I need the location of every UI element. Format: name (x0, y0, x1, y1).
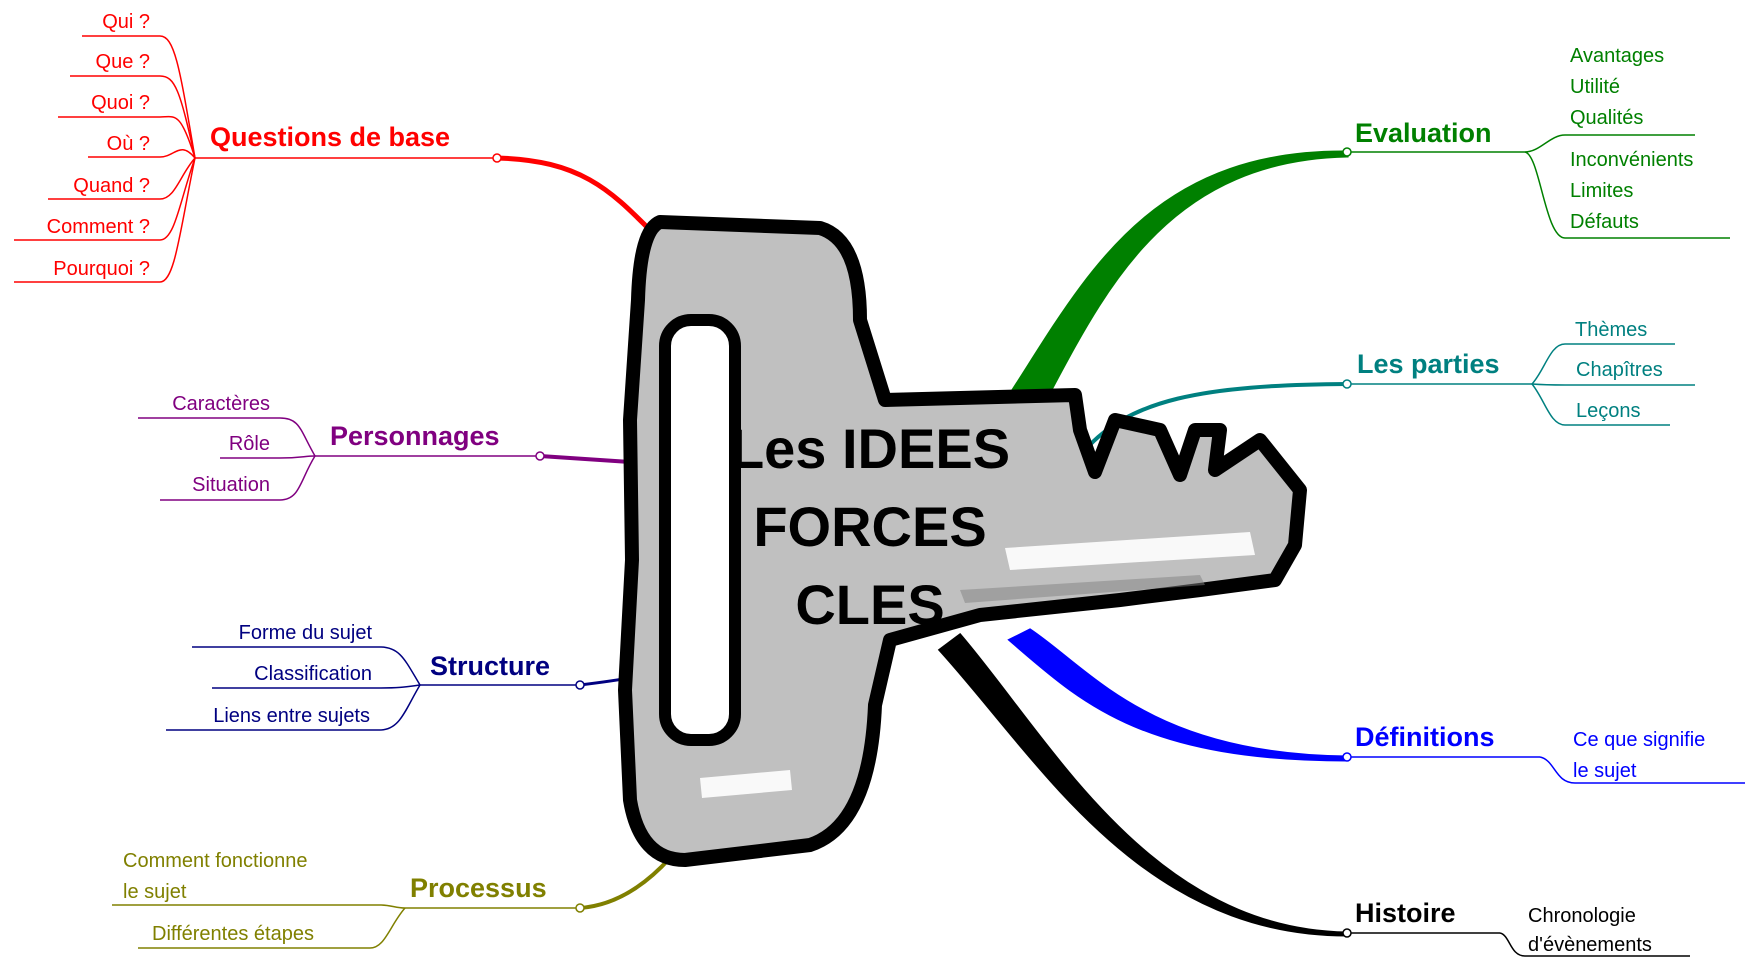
leaf-lecons: Leçons (1576, 400, 1641, 422)
leaf-qui: Qui ? (102, 11, 150, 33)
leaf-quoi: Quoi ? (91, 92, 150, 114)
key-shade (960, 575, 1205, 603)
leaf-situation: Situation (192, 474, 270, 496)
leaf-chapitres: Chapîtres (1576, 359, 1663, 381)
connector-evaluation (997, 150, 1349, 412)
branch-label-parties: Les parties (1357, 349, 1500, 379)
center-title-line-1: Les IDEES (730, 417, 1010, 480)
key-slot (659, 314, 741, 746)
leaf-defauts: Défauts (1570, 211, 1639, 233)
branch-parties (1342, 343, 1695, 426)
center-title-line-2: FORCES (753, 495, 986, 558)
branch-personnages (138, 417, 545, 501)
leaf-role: Rôle (229, 433, 270, 455)
leaf-ce-que-signifie: Ce que signifie (1573, 729, 1705, 751)
branch-label-personnages: Personnages (330, 421, 500, 451)
connector-processus (579, 856, 672, 910)
leaf-liens-entre-sujets: Liens entre sujets (213, 705, 370, 727)
branch-evaluation (1342, 134, 1730, 239)
leaf-differentes-etapes: Différentes étapes (152, 923, 314, 945)
leaf-inconvenients: Inconvénients (1570, 149, 1693, 171)
branch-processus (112, 903, 585, 949)
center-title-line-3: CLES (795, 573, 944, 636)
branch-definitions (1342, 752, 1745, 784)
leaf-avantages: Avantages (1570, 45, 1664, 67)
leaf-comment-fonctionne-2: le sujet (123, 881, 187, 903)
leaf-devenements: d'évènements (1528, 934, 1652, 956)
leaf-forme-du-sujet: Forme du sujet (239, 622, 373, 644)
leaf-caracteres: Caractères (172, 393, 270, 415)
branch-label-questions: Questions de base (210, 122, 450, 152)
leaf-quand: Quand ? (73, 175, 150, 197)
leaf-comment: Comment ? (47, 216, 150, 238)
branch-histoire (1342, 928, 1690, 957)
connector-personnages (539, 454, 631, 464)
leaf-que: Que ? (96, 51, 150, 73)
leaf-comment-fonctionne-1: Comment fonctionne (123, 850, 308, 872)
key-highlight (1005, 532, 1255, 570)
leaf-themes: Thèmes (1575, 319, 1647, 341)
branch-label-definitions: Définitions (1355, 722, 1495, 752)
leaf-classification: Classification (254, 663, 372, 685)
leaf-ou: Où ? (107, 133, 150, 155)
branch-label-evaluation: Evaluation (1355, 118, 1492, 148)
branch-structure (166, 646, 585, 731)
connector-questions (496, 155, 652, 232)
connector-definitions (1007, 628, 1349, 762)
branch-questions (14, 35, 502, 283)
leaf-pourquoi: Pourquoi ? (53, 258, 150, 280)
leaf-chronologie: Chronologie (1528, 905, 1636, 927)
branch-label-structure: Structure (430, 651, 550, 681)
branch-label-histoire: Histoire (1355, 898, 1456, 928)
leaf-le-sujet: le sujet (1573, 760, 1637, 782)
key-highlight-small (700, 770, 792, 798)
leaf-limites: Limites (1570, 180, 1633, 202)
leaf-qualites: Qualités (1570, 107, 1643, 129)
key-body (618, 215, 1307, 867)
connector-histoire (937, 632, 1349, 937)
leaf-utilite: Utilité (1570, 76, 1620, 98)
branch-label-processus: Processus (410, 873, 547, 903)
key-illustration: Les IDEES FORCES CLES (618, 215, 1307, 867)
